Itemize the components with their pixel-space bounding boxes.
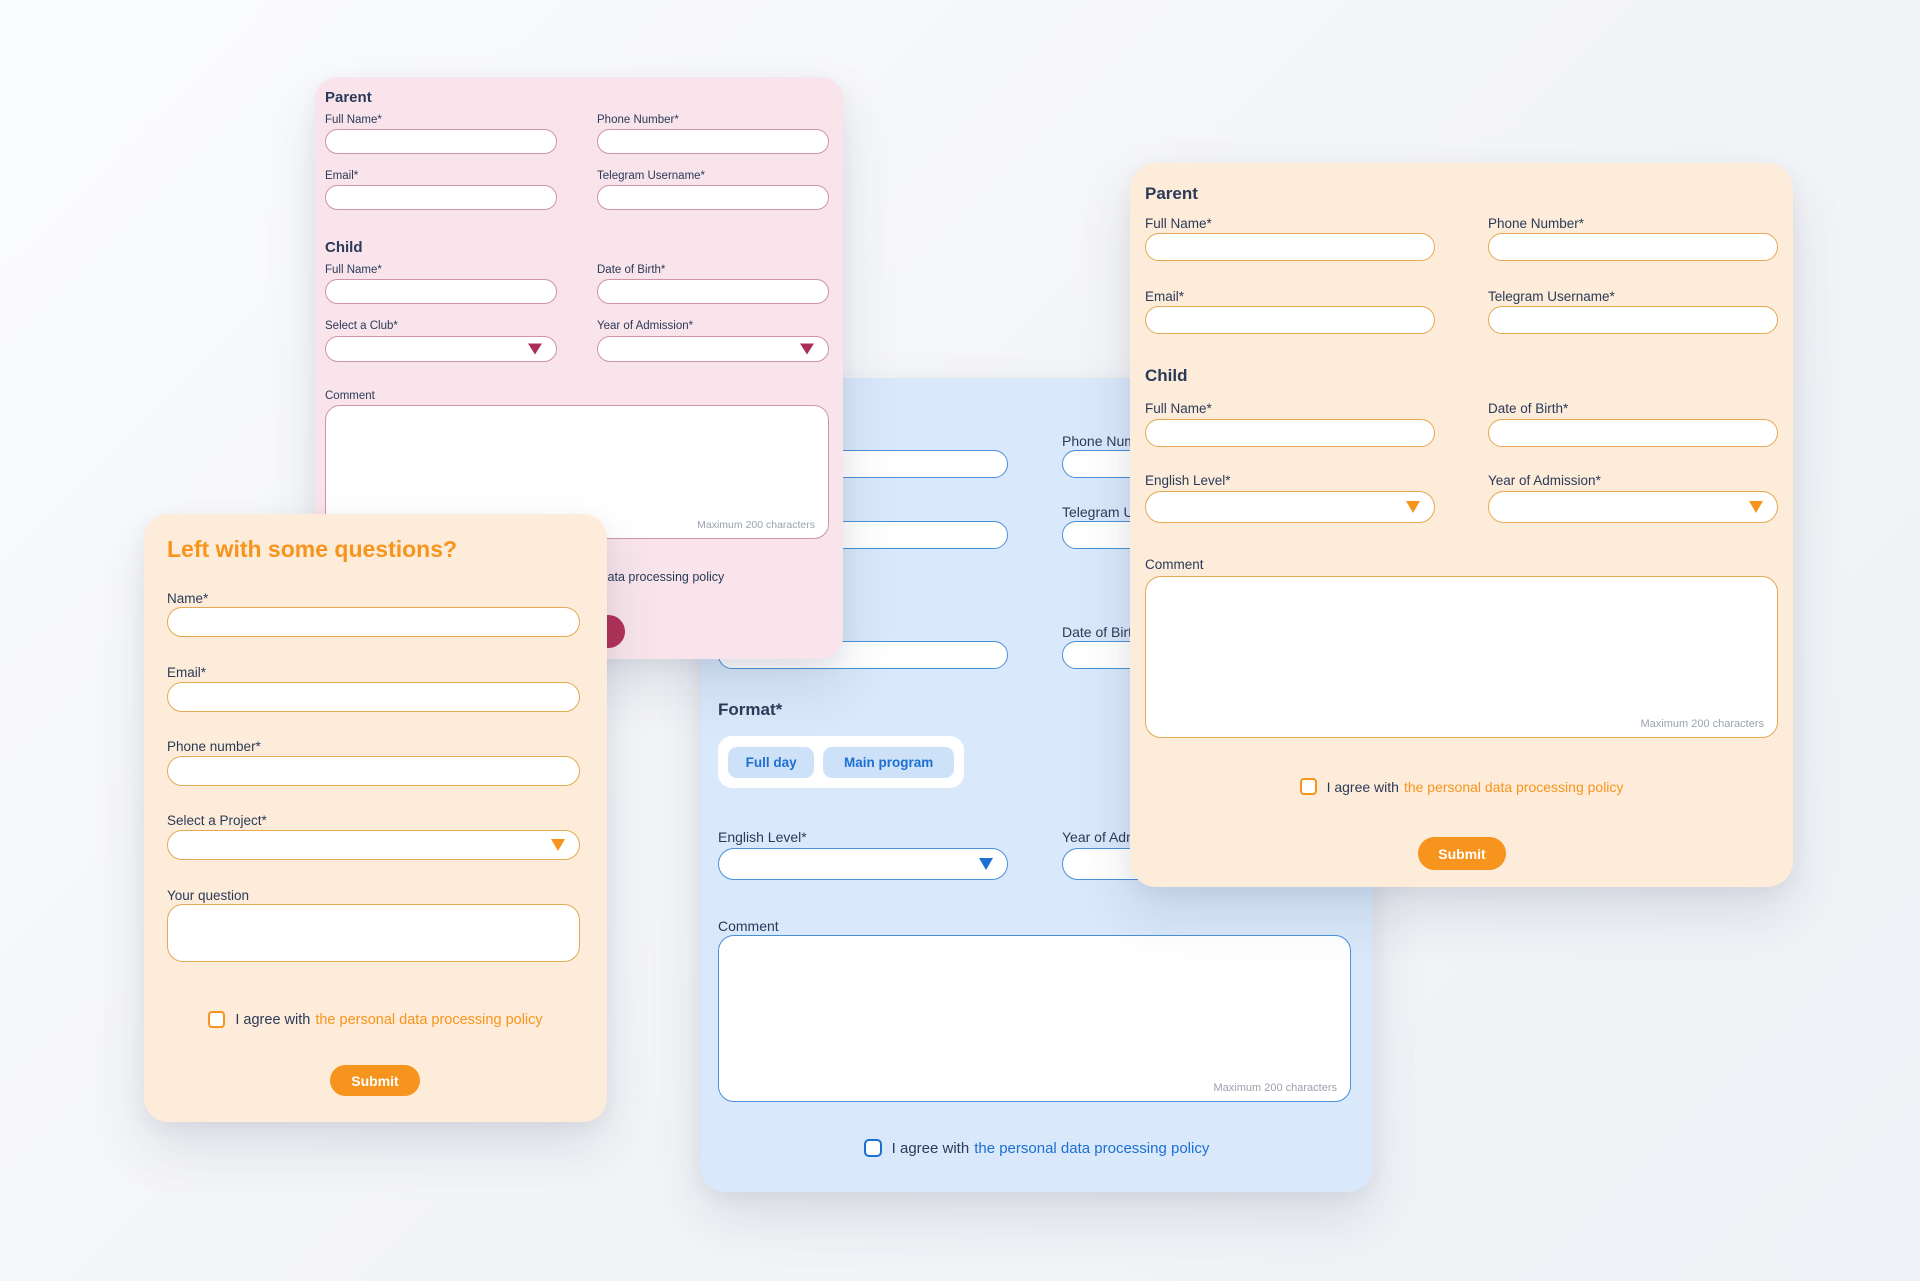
school-dob-label: Date of Birth* [1488,401,1569,416]
camp-comment-box: Maximum 200 characters [718,935,1351,1102]
camp-policy-link[interactable]: the personal data processing policy [974,1139,1210,1157]
club-child-name-label: Full Name* [325,264,382,276]
school-year-select[interactable] [1488,491,1778,523]
club-phone-input[interactable] [597,129,829,154]
school-child-name-label: Full Name* [1145,401,1212,416]
questions-question-textarea[interactable] [168,905,579,961]
school-child-name-input[interactable] [1145,419,1435,447]
school-comment-hint: Maximum 200 characters [1640,718,1765,730]
school-english-level-select[interactable] [1145,491,1435,523]
questions-email-input[interactable] [167,682,580,712]
camp-comment-hint: Maximum 200 characters [1213,1082,1338,1094]
school-full-name-input[interactable] [1145,233,1435,261]
questions-email-label: Email* [167,665,207,680]
questions-project-select[interactable] [167,830,580,860]
camp-format-full-day-button[interactable]: Full day [728,746,815,778]
club-dob-label: Date of Birth* [597,264,666,276]
school-year-label: Year of Admission* [1488,473,1601,488]
questions-question-label: Your question [167,888,250,903]
school-phone-label: Phone Number* [1488,216,1585,231]
questions-project-label: Select a Project* [167,813,267,828]
camp-english-level-label: English Level* [718,829,807,845]
school-comment-textarea[interactable] [1146,577,1777,737]
school-submit-button[interactable]: Submit [1418,837,1506,870]
club-comment-label: Comment [325,390,375,402]
questions-submit-button[interactable]: Submit [330,1065,420,1096]
club-child-heading: Child [325,239,363,256]
school-phone-input[interactable] [1488,233,1778,261]
school-full-name-label: Full Name* [1145,216,1212,231]
camp-agreement-row: I agree with the personal data processin… [700,1139,1373,1157]
school-agreement-text: I agree with [1326,778,1399,795]
questions-name-input[interactable] [167,607,580,637]
club-telegram-input[interactable] [597,185,829,210]
camp-format-heading: Format* [718,700,783,719]
chevron-down-icon [800,343,814,355]
chevron-down-icon [551,839,565,851]
chevron-down-icon [528,343,542,355]
school-telegram-label: Telegram Username* [1488,289,1615,304]
camp-comment-label: Comment [718,918,779,934]
school-parent-heading: Parent [1145,184,1198,203]
club-dob-input[interactable] [597,279,829,304]
questions-title: Left with some questions? [167,536,458,562]
club-full-name-label: Full Name* [325,114,382,126]
chevron-down-icon [1749,501,1763,513]
school-comment-label: Comment [1145,557,1204,572]
camp-format-main-program-button[interactable]: Main program [823,746,954,778]
school-agreement-checkbox[interactable] [1299,778,1317,795]
club-full-name-input[interactable] [325,129,557,154]
school-telegram-input[interactable] [1488,306,1778,334]
camp-dob-label: Date of Birth* [1062,624,1146,640]
questions-name-label: Name* [167,591,209,606]
questions-agreement-checkbox[interactable] [208,1011,226,1028]
school-english-level-label: English Level* [1145,473,1231,488]
questions-phone-label: Phone number* [167,739,261,754]
questions-form-card: Left with some questions? Name* Email* P… [144,514,607,1122]
club-select-club-select[interactable] [325,336,557,362]
school-agreement-row: I agree with the personal data processin… [1130,778,1793,795]
school-email-label: Email* [1145,289,1185,304]
chevron-down-icon [1406,501,1420,513]
club-telegram-label: Telegram Username* [597,170,706,182]
camp-comment-textarea[interactable] [719,936,1350,1101]
club-select-club-label: Select a Club* [325,320,398,332]
club-year-label: Year of Admission* [597,320,694,332]
club-year-select[interactable] [597,336,829,362]
chevron-down-icon [979,858,993,870]
questions-policy-link[interactable]: the personal data processing policy [315,1011,543,1028]
questions-question-box [167,904,580,962]
school-dob-input[interactable] [1488,419,1778,447]
questions-phone-input[interactable] [167,756,580,786]
school-comment-box: Maximum 200 characters [1145,576,1778,738]
club-email-label: Email* [325,170,359,182]
questions-agreement-text: I agree with [235,1011,311,1028]
club-comment-hint: Maximum 200 characters [697,519,815,531]
school-policy-link[interactable]: the personal data processing policy [1403,778,1624,795]
school-form-card: Parent Full Name* Phone Number* Email* T… [1130,163,1793,887]
camp-agreement-checkbox[interactable] [863,1139,882,1157]
club-parent-heading: Parent [325,89,372,106]
school-email-input[interactable] [1145,306,1435,334]
questions-agreement-row: I agree with the personal data processin… [144,1011,607,1028]
club-child-name-input[interactable] [325,279,557,304]
club-email-input[interactable] [325,185,557,210]
camp-agreement-text: I agree with [891,1139,970,1157]
club-phone-label: Phone Number* [597,114,679,126]
camp-format-toggle-group: Full day Main program [718,736,964,788]
camp-english-level-select[interactable] [718,848,1008,880]
school-child-heading: Child [1145,366,1188,385]
